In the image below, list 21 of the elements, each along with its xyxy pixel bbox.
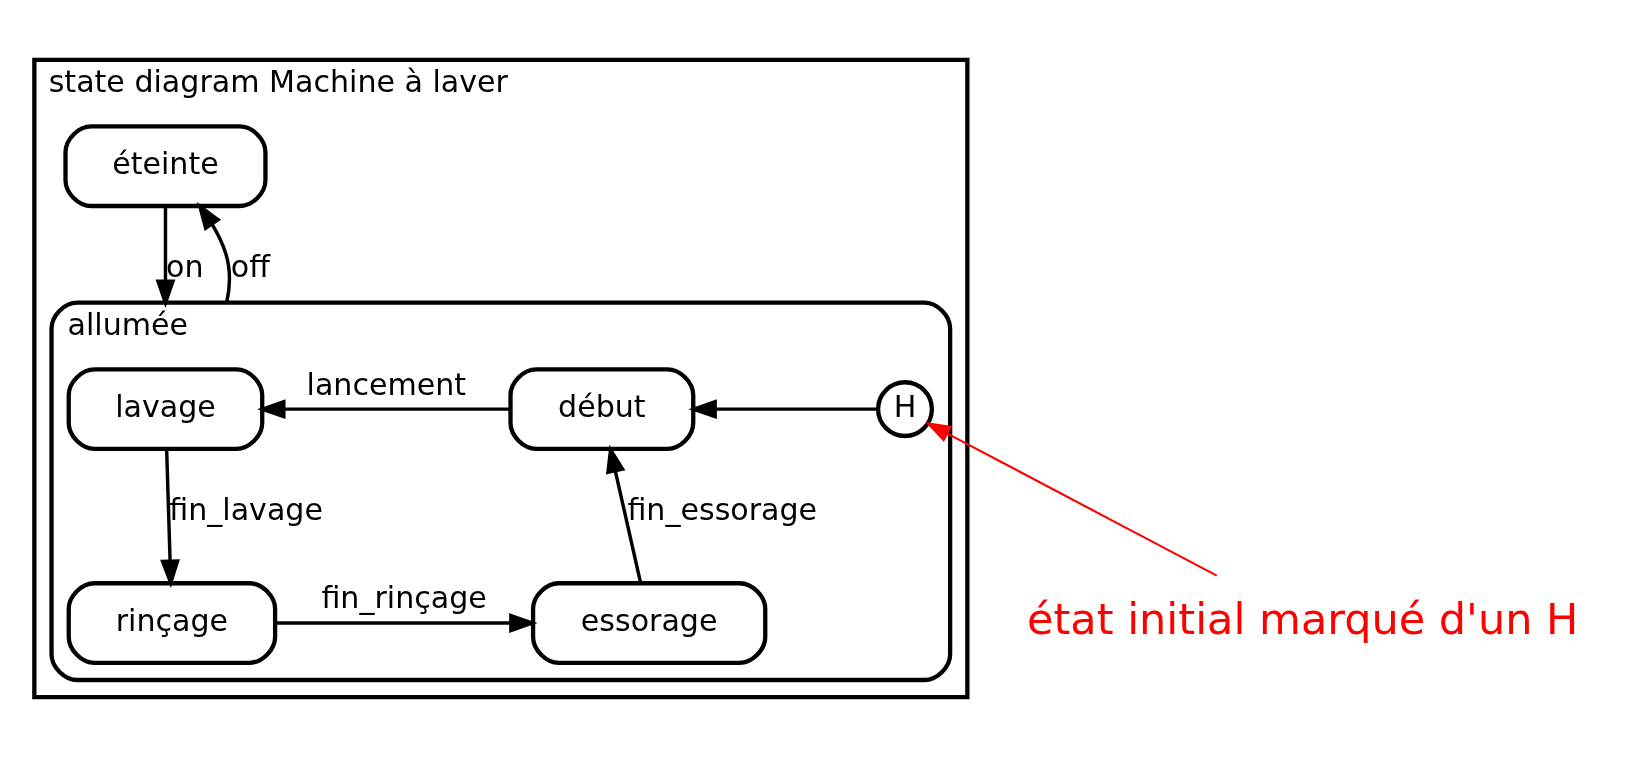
edge-label: on [166, 249, 204, 285]
node-box: éteinte [63, 124, 268, 209]
arrow [925, 421, 1218, 577]
edge-label: fin_rinçage [321, 580, 487, 616]
edge-label: fin_lavage [169, 492, 323, 528]
edge-label: lancement [306, 366, 467, 402]
edge-label: off [230, 249, 270, 285]
arrow [605, 444, 643, 584]
node-circle: H [875, 380, 934, 439]
node-text: état initial marqué d'un H [1027, 593, 1579, 644]
node-box: lavage [66, 367, 265, 452]
arrow [275, 613, 538, 633]
node-box: essorage [530, 581, 768, 665]
edge-label: fin_essorage [627, 492, 818, 528]
arrow [155, 206, 176, 308]
node-box: début [508, 367, 696, 452]
arrow [196, 201, 232, 304]
arrow [688, 399, 878, 420]
arrow [160, 449, 180, 588]
node-box: rinçage [66, 581, 278, 665]
arrow [257, 399, 510, 420]
